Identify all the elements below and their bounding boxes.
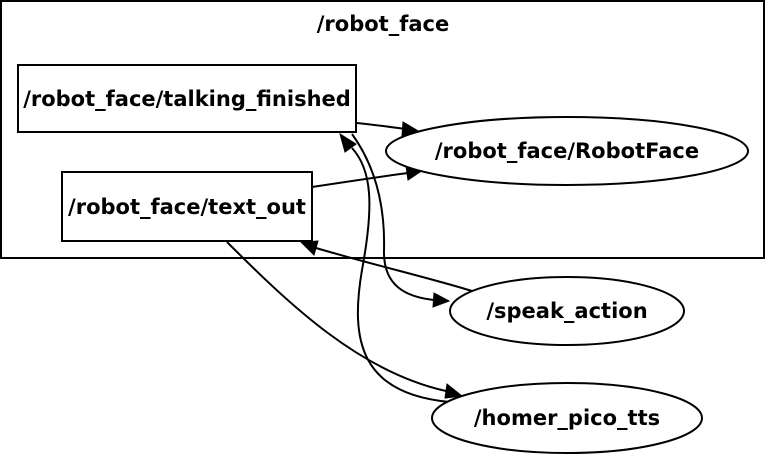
- node-speak-action-ellipse[interactable]: [449, 276, 685, 346]
- edge-homer-pico-tts-to-talking-finished: [339, 132, 451, 403]
- node-speak-action[interactable]: /speak_action: [449, 276, 685, 346]
- edge-speak-action-to-text-out: [299, 240, 473, 292]
- node-homer-pico-tts-label: /homer_pico_tts: [474, 406, 660, 430]
- node-text-out-label: /robot_face/text_out: [68, 195, 306, 219]
- node-talking-finished-box[interactable]: [17, 64, 357, 133]
- node-robotface[interactable]: /robot_face/RobotFace: [385, 116, 749, 186]
- edge-speak-action-to-text-out-line: [315, 247, 473, 292]
- edge-text-out-to-homer-pico-tts: [226, 241, 464, 399]
- edge-talking-finished-to-speak-action-line: [351, 133, 435, 301]
- edge-text-out-to-homer-pico-tts-line: [226, 241, 447, 392]
- node-talking-finished-label: /robot_face/talking_finished: [23, 87, 351, 111]
- edge-homer-pico-tts-to-talking-finished-line: [351, 147, 451, 403]
- node-text-out-box[interactable]: [61, 171, 313, 242]
- node-speak-action-label: /speak_action: [486, 299, 647, 323]
- node-robotface-ellipse[interactable]: [385, 116, 749, 186]
- node-text-out[interactable]: /robot_face/text_out: [61, 171, 313, 242]
- edge-talking-finished-to-speak-action-arrowhead: [432, 292, 451, 308]
- node-robotface-label: /robot_face/RobotFace: [435, 139, 699, 163]
- edge-text-out-to-robotface-line: [311, 172, 409, 188]
- edge-talking-finished-to-speak-action: [351, 133, 451, 308]
- edge-text-out-to-homer-pico-tts-arrowhead: [444, 383, 464, 399]
- edge-homer-pico-tts-to-talking-finished-arrowhead: [339, 132, 357, 153]
- cluster-robot-face-label: /robot_face: [317, 12, 449, 36]
- node-talking-finished[interactable]: /robot_face/talking_finished: [17, 64, 357, 133]
- node-homer-pico-tts[interactable]: /homer_pico_tts: [431, 382, 703, 454]
- edge-talking-finished-to-robotface-line: [356, 122, 406, 130]
- node-homer-pico-tts-ellipse[interactable]: [431, 382, 703, 454]
